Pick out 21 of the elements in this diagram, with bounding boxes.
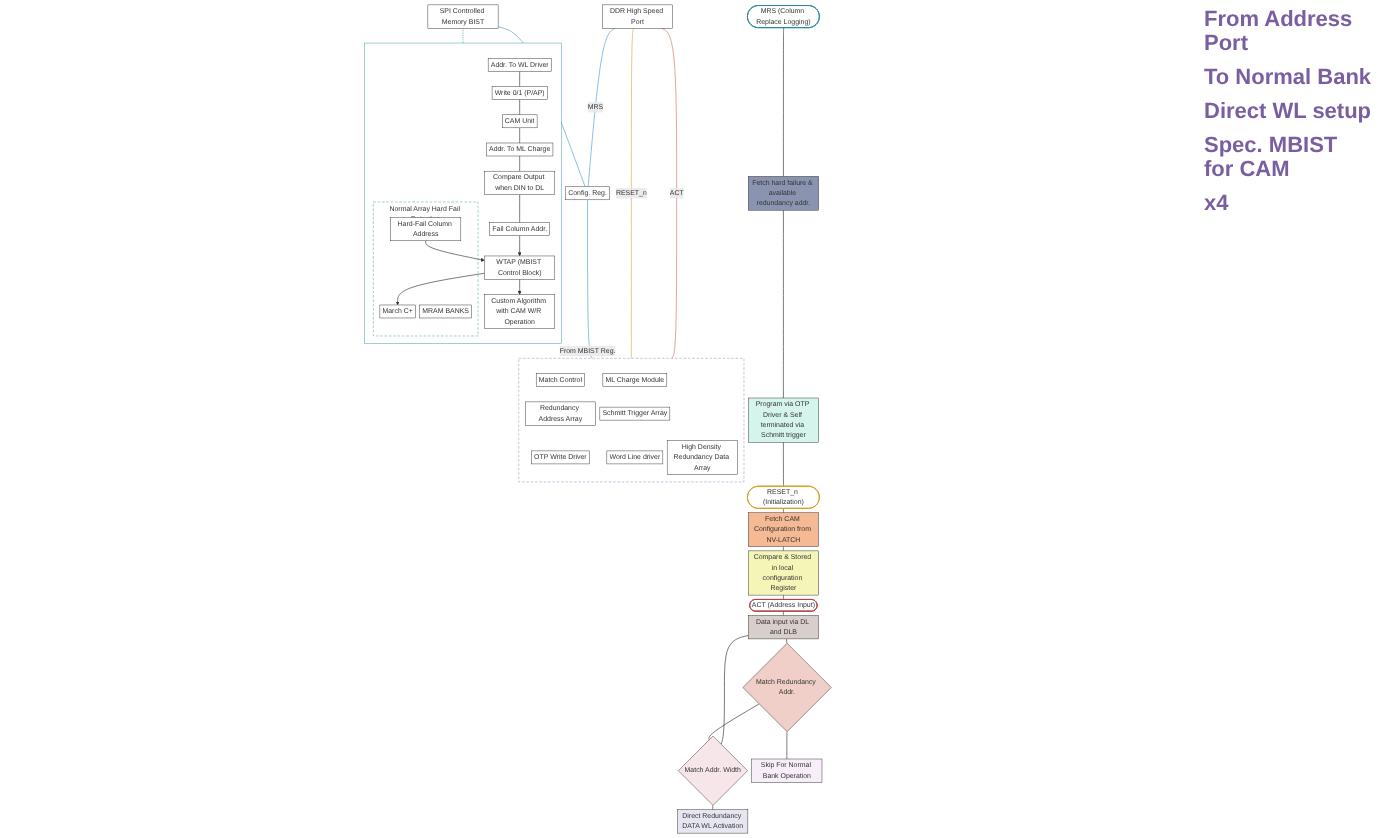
signal-label: From Address Port xyxy=(1204,8,1355,56)
connector xyxy=(783,27,784,177)
connector xyxy=(661,27,678,359)
connector xyxy=(519,155,520,172)
connector xyxy=(631,27,635,359)
connector xyxy=(783,209,784,399)
signal-label: x4 xyxy=(1204,192,1231,216)
signal-label: Direct WL setup xyxy=(1204,100,1372,124)
connector xyxy=(519,127,520,144)
connector xyxy=(783,441,784,487)
cluster xyxy=(518,358,745,483)
cluster xyxy=(364,42,562,344)
connector xyxy=(587,27,616,188)
connector xyxy=(519,71,520,87)
signal-label: To Normal Bank xyxy=(1204,66,1372,90)
connector xyxy=(587,199,593,359)
connector xyxy=(519,99,520,116)
signal-label: Spec. MBIST for CAM xyxy=(1204,134,1340,182)
connector xyxy=(519,194,520,223)
connector xyxy=(708,703,760,741)
connector xyxy=(720,635,749,745)
